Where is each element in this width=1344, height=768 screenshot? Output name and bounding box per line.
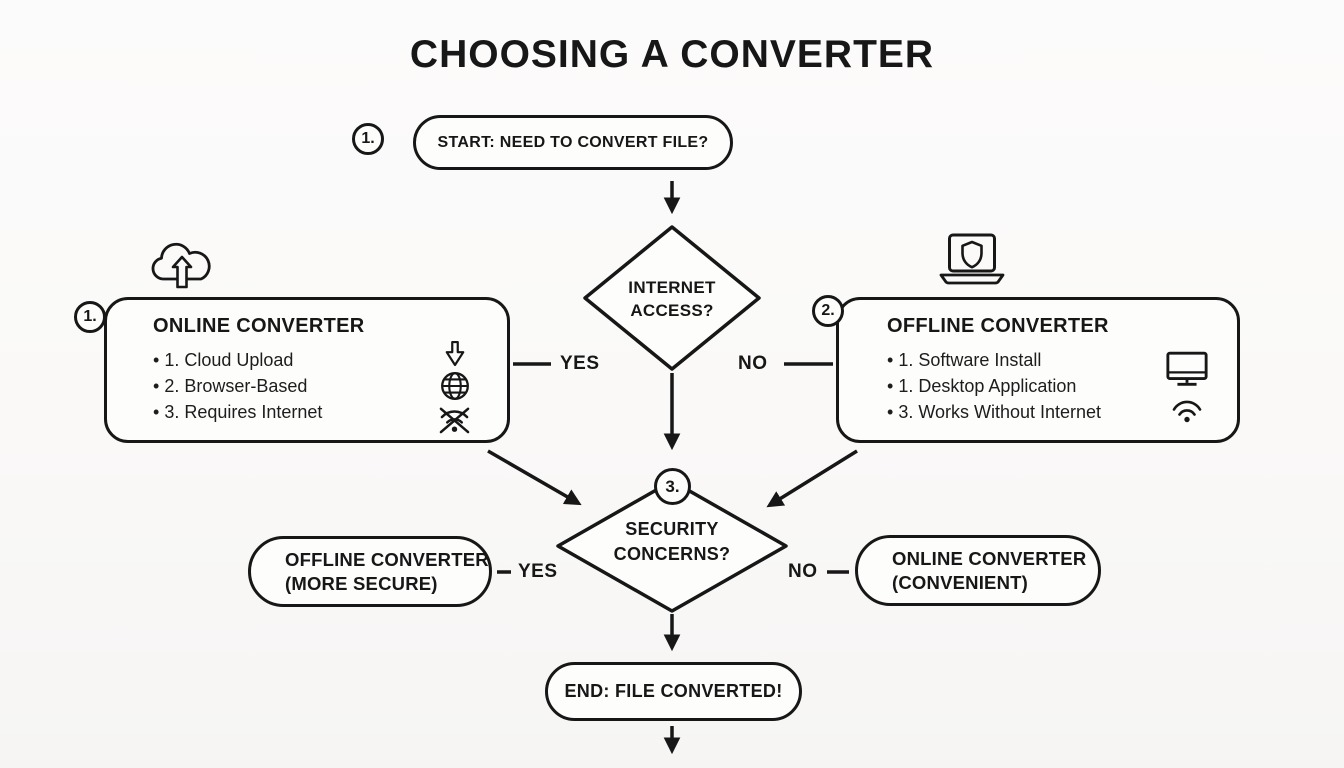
edge-label-internet-yes: YES bbox=[560, 353, 600, 374]
start-node: START: NEED TO CONVERT FILE? bbox=[413, 115, 733, 170]
wifi-off-icon bbox=[439, 407, 470, 434]
download-arrow-icon bbox=[445, 340, 464, 367]
offline-secure-node: OFFLINE CONVERTER (MORE SECURE) bbox=[248, 536, 492, 607]
offline-converter-list: 1. Software Install 1. Desktop Applicati… bbox=[887, 347, 1237, 425]
security-decision-label: SECURITY CONCERNS? bbox=[613, 519, 731, 564]
internet-decision-label: INTERNET ACCESS? bbox=[628, 278, 716, 320]
edge-label-security-no: NO bbox=[788, 561, 818, 582]
wifi-icon bbox=[1172, 400, 1202, 423]
list-item: 1. Software Install bbox=[887, 347, 1237, 373]
offline-converter-title: OFFLINE CONVERTER bbox=[887, 315, 1109, 337]
list-item: 1. Desktop Application bbox=[887, 373, 1237, 399]
page-title: CHOOSING A CONVERTER bbox=[409, 33, 935, 76]
list-item: 1. Cloud Upload bbox=[153, 347, 507, 373]
edge-label-internet-no: NO bbox=[738, 353, 768, 374]
list-item: 3. Works Without Internet bbox=[887, 399, 1237, 425]
laptop-shield-icon bbox=[939, 233, 1005, 285]
cloud-upload-icon bbox=[151, 242, 211, 289]
step-badge-security: 3. bbox=[654, 468, 691, 505]
desktop-monitor-icon bbox=[1166, 351, 1208, 386]
offline-converter-box: OFFLINE CONVERTER 1. Software Install 1.… bbox=[836, 297, 1240, 443]
online-convenient-node: ONLINE CONVERTER (CONVENIENT) bbox=[855, 535, 1101, 606]
online-converter-box: ONLINE CONVERTER 1. Cloud Upload 2. Brow… bbox=[104, 297, 510, 443]
step-badge-offline: 2. bbox=[812, 295, 844, 327]
edge-label-security-yes: YES bbox=[518, 561, 558, 582]
step-badge-start: 1. bbox=[352, 123, 384, 155]
online-converter-list: 1. Cloud Upload 2. Browser-Based 3. Requ… bbox=[153, 347, 507, 425]
globe-icon bbox=[440, 372, 469, 400]
online-converter-title: ONLINE CONVERTER bbox=[153, 315, 365, 337]
list-item: 3. Requires Internet bbox=[153, 399, 507, 425]
list-item: 2. Browser-Based bbox=[153, 373, 507, 399]
end-node: END: FILE CONVERTED! bbox=[545, 662, 802, 721]
step-badge-online: 1. bbox=[74, 301, 106, 333]
